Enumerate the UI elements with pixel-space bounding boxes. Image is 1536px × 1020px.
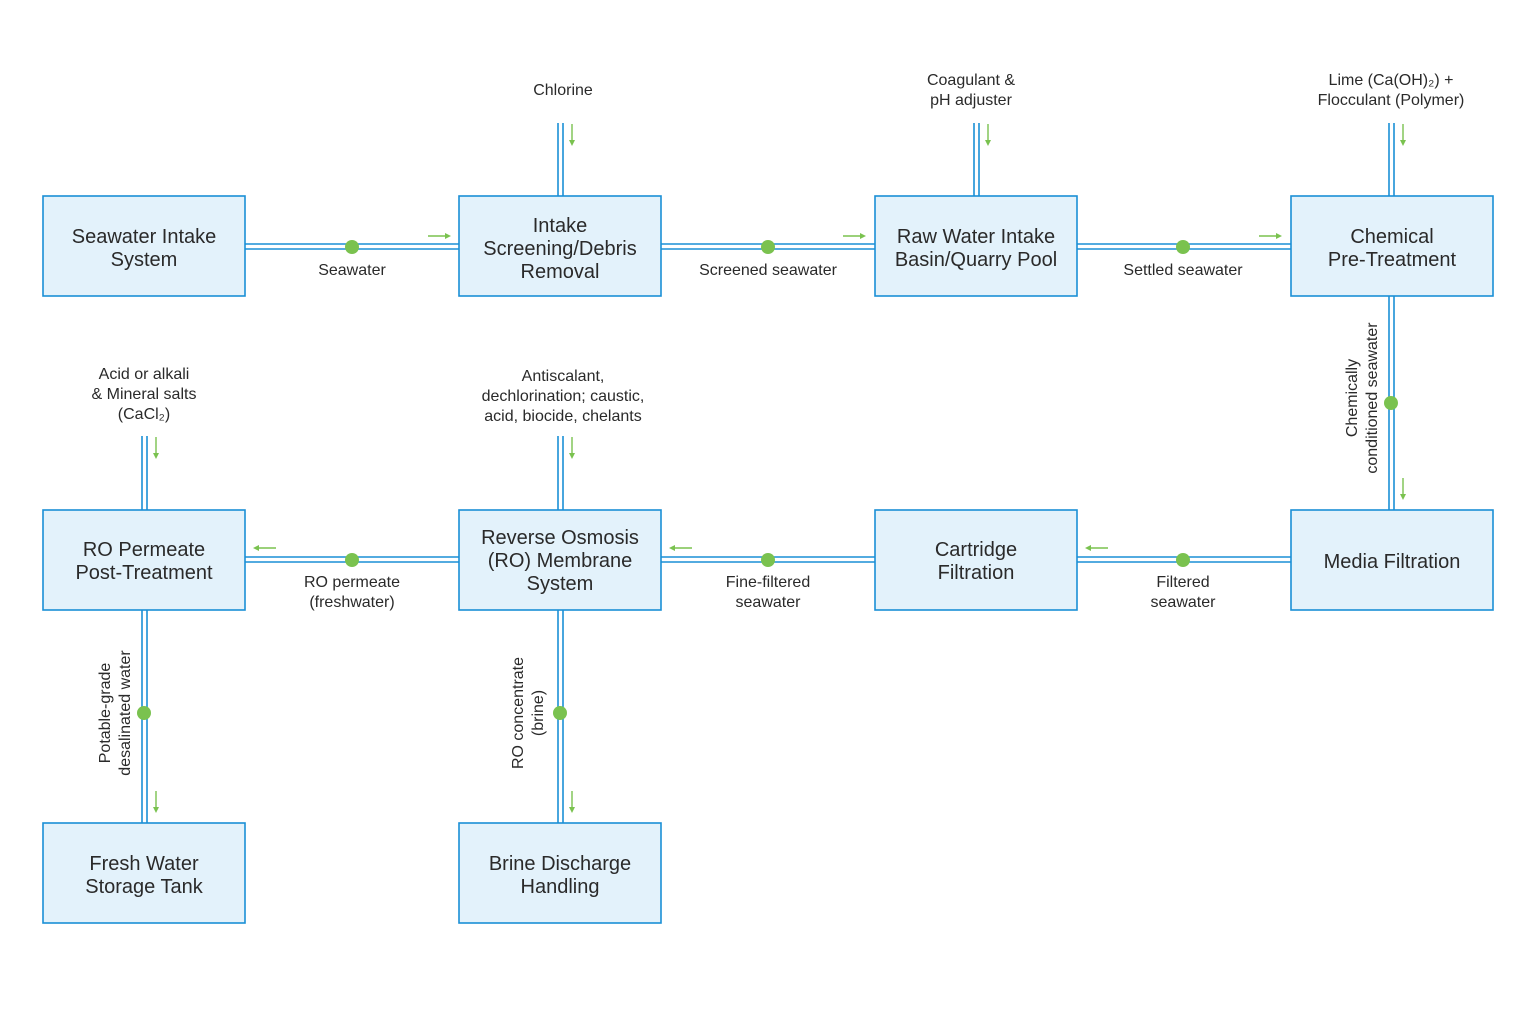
node-seawater	[345, 240, 359, 254]
arrow-right-icon	[428, 233, 451, 239]
arrow-left-icon	[1085, 545, 1108, 551]
label-acid-alkali: Acid or alkali& Mineral salts(CaCl₂)	[92, 366, 197, 423]
label-coagulant: Coagulant &pH adjuster	[927, 72, 1015, 109]
label-settled-seawater: Settled seawater	[1123, 262, 1243, 279]
arrow-right-icon	[843, 233, 866, 239]
node-filtered-seawater	[1176, 553, 1190, 567]
node-ro-concentrate	[553, 706, 567, 720]
arrow-down-icon	[569, 124, 575, 146]
node-ro-permeate	[345, 553, 359, 567]
arrow-down-icon	[1400, 124, 1406, 146]
label-ro-concentrate: RO concentrate(brine)	[510, 657, 547, 769]
pipe-coagulant-feed	[973, 123, 980, 196]
node-fine-filtered-seawater	[761, 553, 775, 567]
arrow-right-icon	[1259, 233, 1282, 239]
arrow-left-icon	[253, 545, 276, 551]
label-seawater: Seawater	[318, 262, 386, 279]
arrow-down-icon	[153, 437, 159, 459]
label-antiscalant: Antiscalant,dechlorination; caustic,acid…	[482, 368, 645, 425]
svg-text:Media Filtration: Media Filtration	[1324, 551, 1461, 573]
pipe-acid-alkali-feed	[141, 436, 148, 510]
node-settled-seawater	[1176, 240, 1190, 254]
box-media-filtration: Media Filtration	[1290, 509, 1494, 611]
flow-labels: Seawater Screened seawater Settled seawa…	[97, 262, 1381, 776]
pipe-lime-feed	[1388, 123, 1395, 196]
label-chlorine: Chlorine	[533, 82, 593, 99]
node-screened-seawater	[761, 240, 775, 254]
label-ro-permeate: RO permeate(freshwater)	[304, 574, 400, 611]
arrow-left-icon	[669, 545, 692, 551]
pipe-chlorine-feed	[557, 123, 564, 196]
direction-arrows	[153, 124, 1406, 813]
pipes	[141, 123, 1395, 823]
arrow-down-icon	[569, 791, 575, 813]
input-labels: Chlorine Coagulant &pH adjuster Lime (Ca…	[92, 72, 1465, 425]
arrow-down-icon	[153, 791, 159, 813]
arrow-down-icon	[569, 437, 575, 459]
arrow-down-icon	[985, 124, 991, 146]
node-potable-water	[137, 706, 151, 720]
label-lime-flocculant: Lime (Ca(OH)₂) +Flocculant (Polymer)	[1318, 72, 1465, 109]
pipe-antiscalant-feed	[557, 436, 564, 510]
arrow-down-icon	[1400, 478, 1406, 500]
node-chemically-conditioned	[1384, 396, 1398, 410]
flow-nodes	[137, 240, 1398, 720]
label-screened-seawater: Screened seawater	[699, 262, 838, 279]
